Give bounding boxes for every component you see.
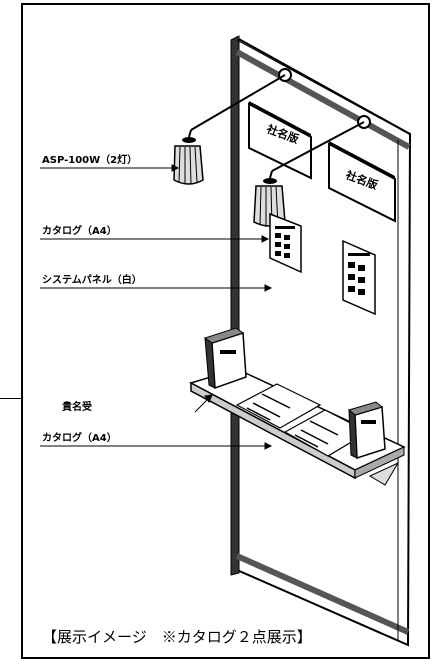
label-catalog-bottom: カタログ（A4） <box>42 433 117 444</box>
label-catalog-top: カタログ（A4） <box>42 226 117 237</box>
shelf-catalog-1 <box>235 383 322 429</box>
spotlight-1 <box>173 68 292 185</box>
card-holder-2 <box>347 401 386 460</box>
catalog-on-panel-2 <box>342 239 376 316</box>
caption: 【展示イメージ ※カタログ２点展示】 <box>42 628 312 646</box>
label-card-stand: 貴名受 <box>62 402 92 413</box>
company-sign-2 <box>328 141 396 223</box>
label-lamp: ASP-100W（2灯） <box>42 155 138 166</box>
label-panel: システムパネル（白） <box>42 275 142 286</box>
leader-arrows <box>40 164 273 450</box>
illustration-frame <box>21 3 430 659</box>
catalog-on-panel-1 <box>269 212 302 274</box>
card-holder-1 <box>203 327 247 390</box>
lead-line <box>0 398 21 399</box>
